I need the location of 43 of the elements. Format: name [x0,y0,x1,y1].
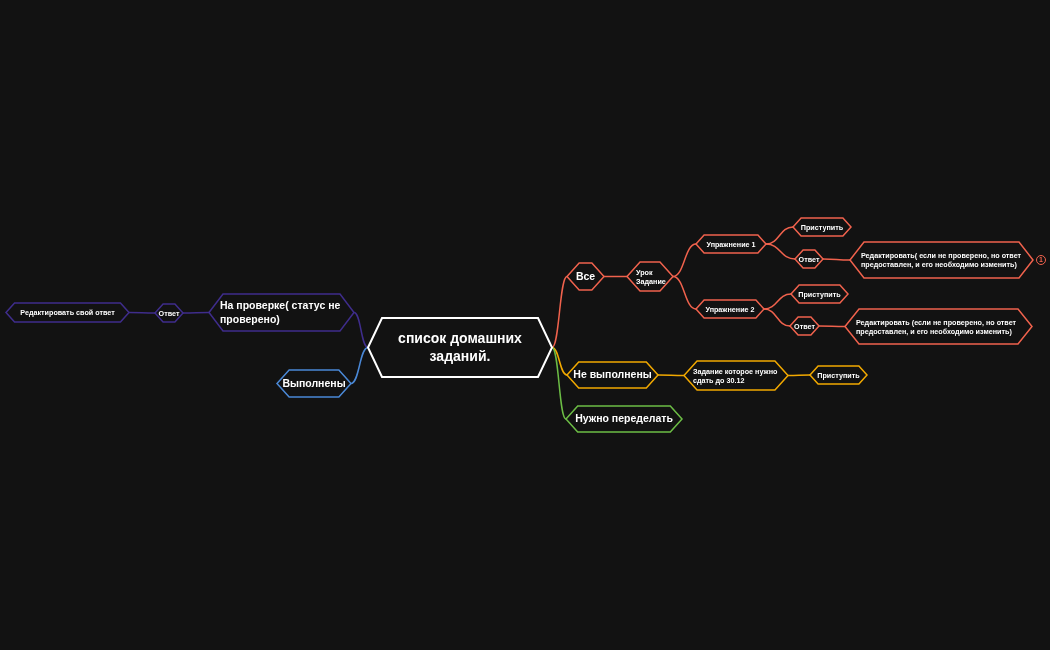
topic-hexagon [795,250,823,268]
topic-hexagon [567,263,604,290]
topic-hexagon [793,218,851,236]
topic-hexagon [696,300,764,318]
topic-hexagon [627,262,673,291]
topic-hexagon [684,361,788,390]
connector-line [765,226,794,245]
central-topic-hexagon [368,318,552,377]
connector-line [763,293,792,310]
topic-hexagon [277,370,351,397]
connector-line [128,311,156,314]
connector-line [672,243,697,278]
connector-line [551,346,567,420]
connector-line [787,374,811,377]
topic-text: На проверке( статус не проверено) [220,299,342,326]
topic-hexagon [791,285,848,303]
topic-hexagon [696,235,766,253]
topic-hexagon [810,366,867,384]
topic-text: список домашних заданий. [397,330,523,365]
connector-line [350,346,369,385]
connector-line [182,311,210,314]
topic-hexagon [566,406,682,432]
connector-line [551,275,568,349]
connector-line [763,308,791,327]
connector-line [657,374,685,377]
connector-line [353,311,369,349]
connector-line [822,258,851,261]
connector-line [765,243,796,260]
topic-hexagon [209,294,354,331]
topic-text: Выполнены [282,376,346,391]
topic-hexagon [6,303,129,322]
topic-text: Не выполнены [573,368,652,382]
connector-line [672,275,697,310]
connector-line [551,346,568,376]
connector-line [603,275,628,278]
topic-text: Нужно переделать [575,412,673,426]
topic-hexagon [567,362,658,388]
connector-line [818,325,846,328]
topic-hexagon [845,309,1032,344]
topic-hexagon [850,242,1033,278]
topic-hexagon [155,304,183,322]
topic-hexagon [790,317,819,335]
topic-text: Все [575,269,596,284]
